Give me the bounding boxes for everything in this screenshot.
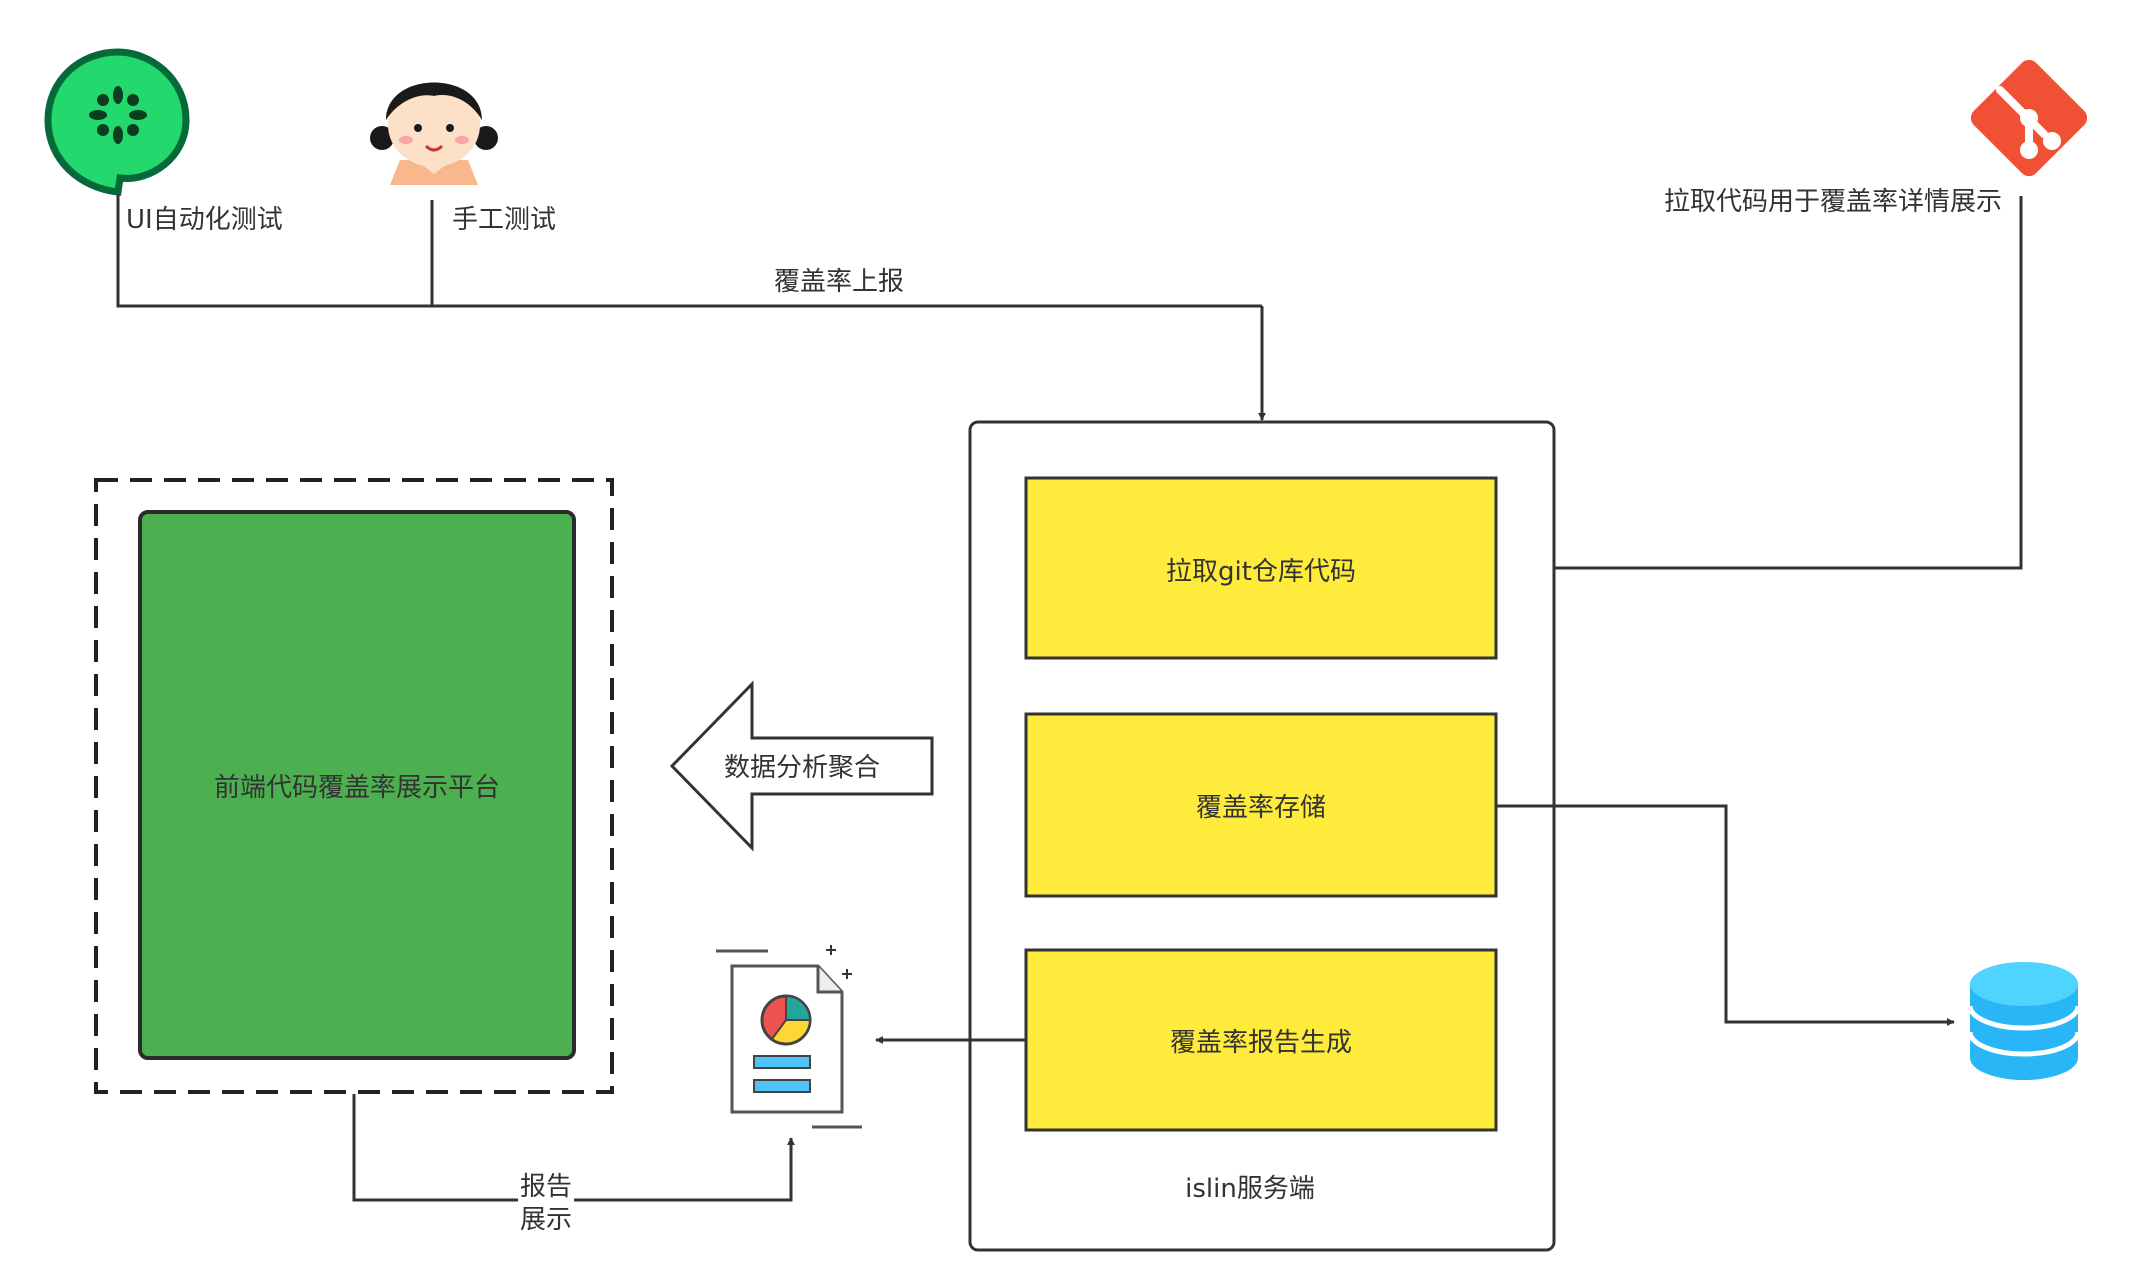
report-display-label-line2: 展示 [520,1205,572,1235]
module-pull-git [1024,476,1498,660]
manual-test-label: 手工测试 [452,205,556,235]
module-report-gen [1024,948,1498,1132]
pull-code-label: 拉取代码用于覆盖率详情展示 [1664,187,2002,217]
module-report-gen-label: 覆盖率报告生成 [1170,1028,1352,1058]
girl-avatar-icon [370,82,498,185]
storage-db-arrow [1496,804,1955,1026]
frontend-platform-title: 前端代码覆盖率展示平台 [214,773,500,803]
module-pull-git-label: 拉取git仓库代码 [1166,557,1356,587]
module-storage [1024,712,1498,898]
coverage-upload-label: 覆盖率上报 [774,267,904,297]
database-icon [1967,962,2081,1080]
aggregation-arrow [669,680,934,852]
git-pull-arrow [1497,196,2023,572]
git-icon [1970,59,2088,177]
frontend-dashed-border [94,478,614,1094]
report-document-icon [716,945,862,1129]
report-display-label-bg [518,1166,574,1232]
module-storage-label: 覆盖率存储 [1196,793,1326,823]
ui-auto-test-label: UI自动化测试 [126,205,283,235]
report-display-label-line1: 报告 [520,1172,572,1202]
frontend-platform-box [138,510,576,1060]
cucumber-icon [44,48,190,196]
ui-test-connector [116,194,1262,308]
aggregation-label: 数据分析聚合 [724,753,880,783]
server-title: islin服务端 [1185,1174,1315,1204]
